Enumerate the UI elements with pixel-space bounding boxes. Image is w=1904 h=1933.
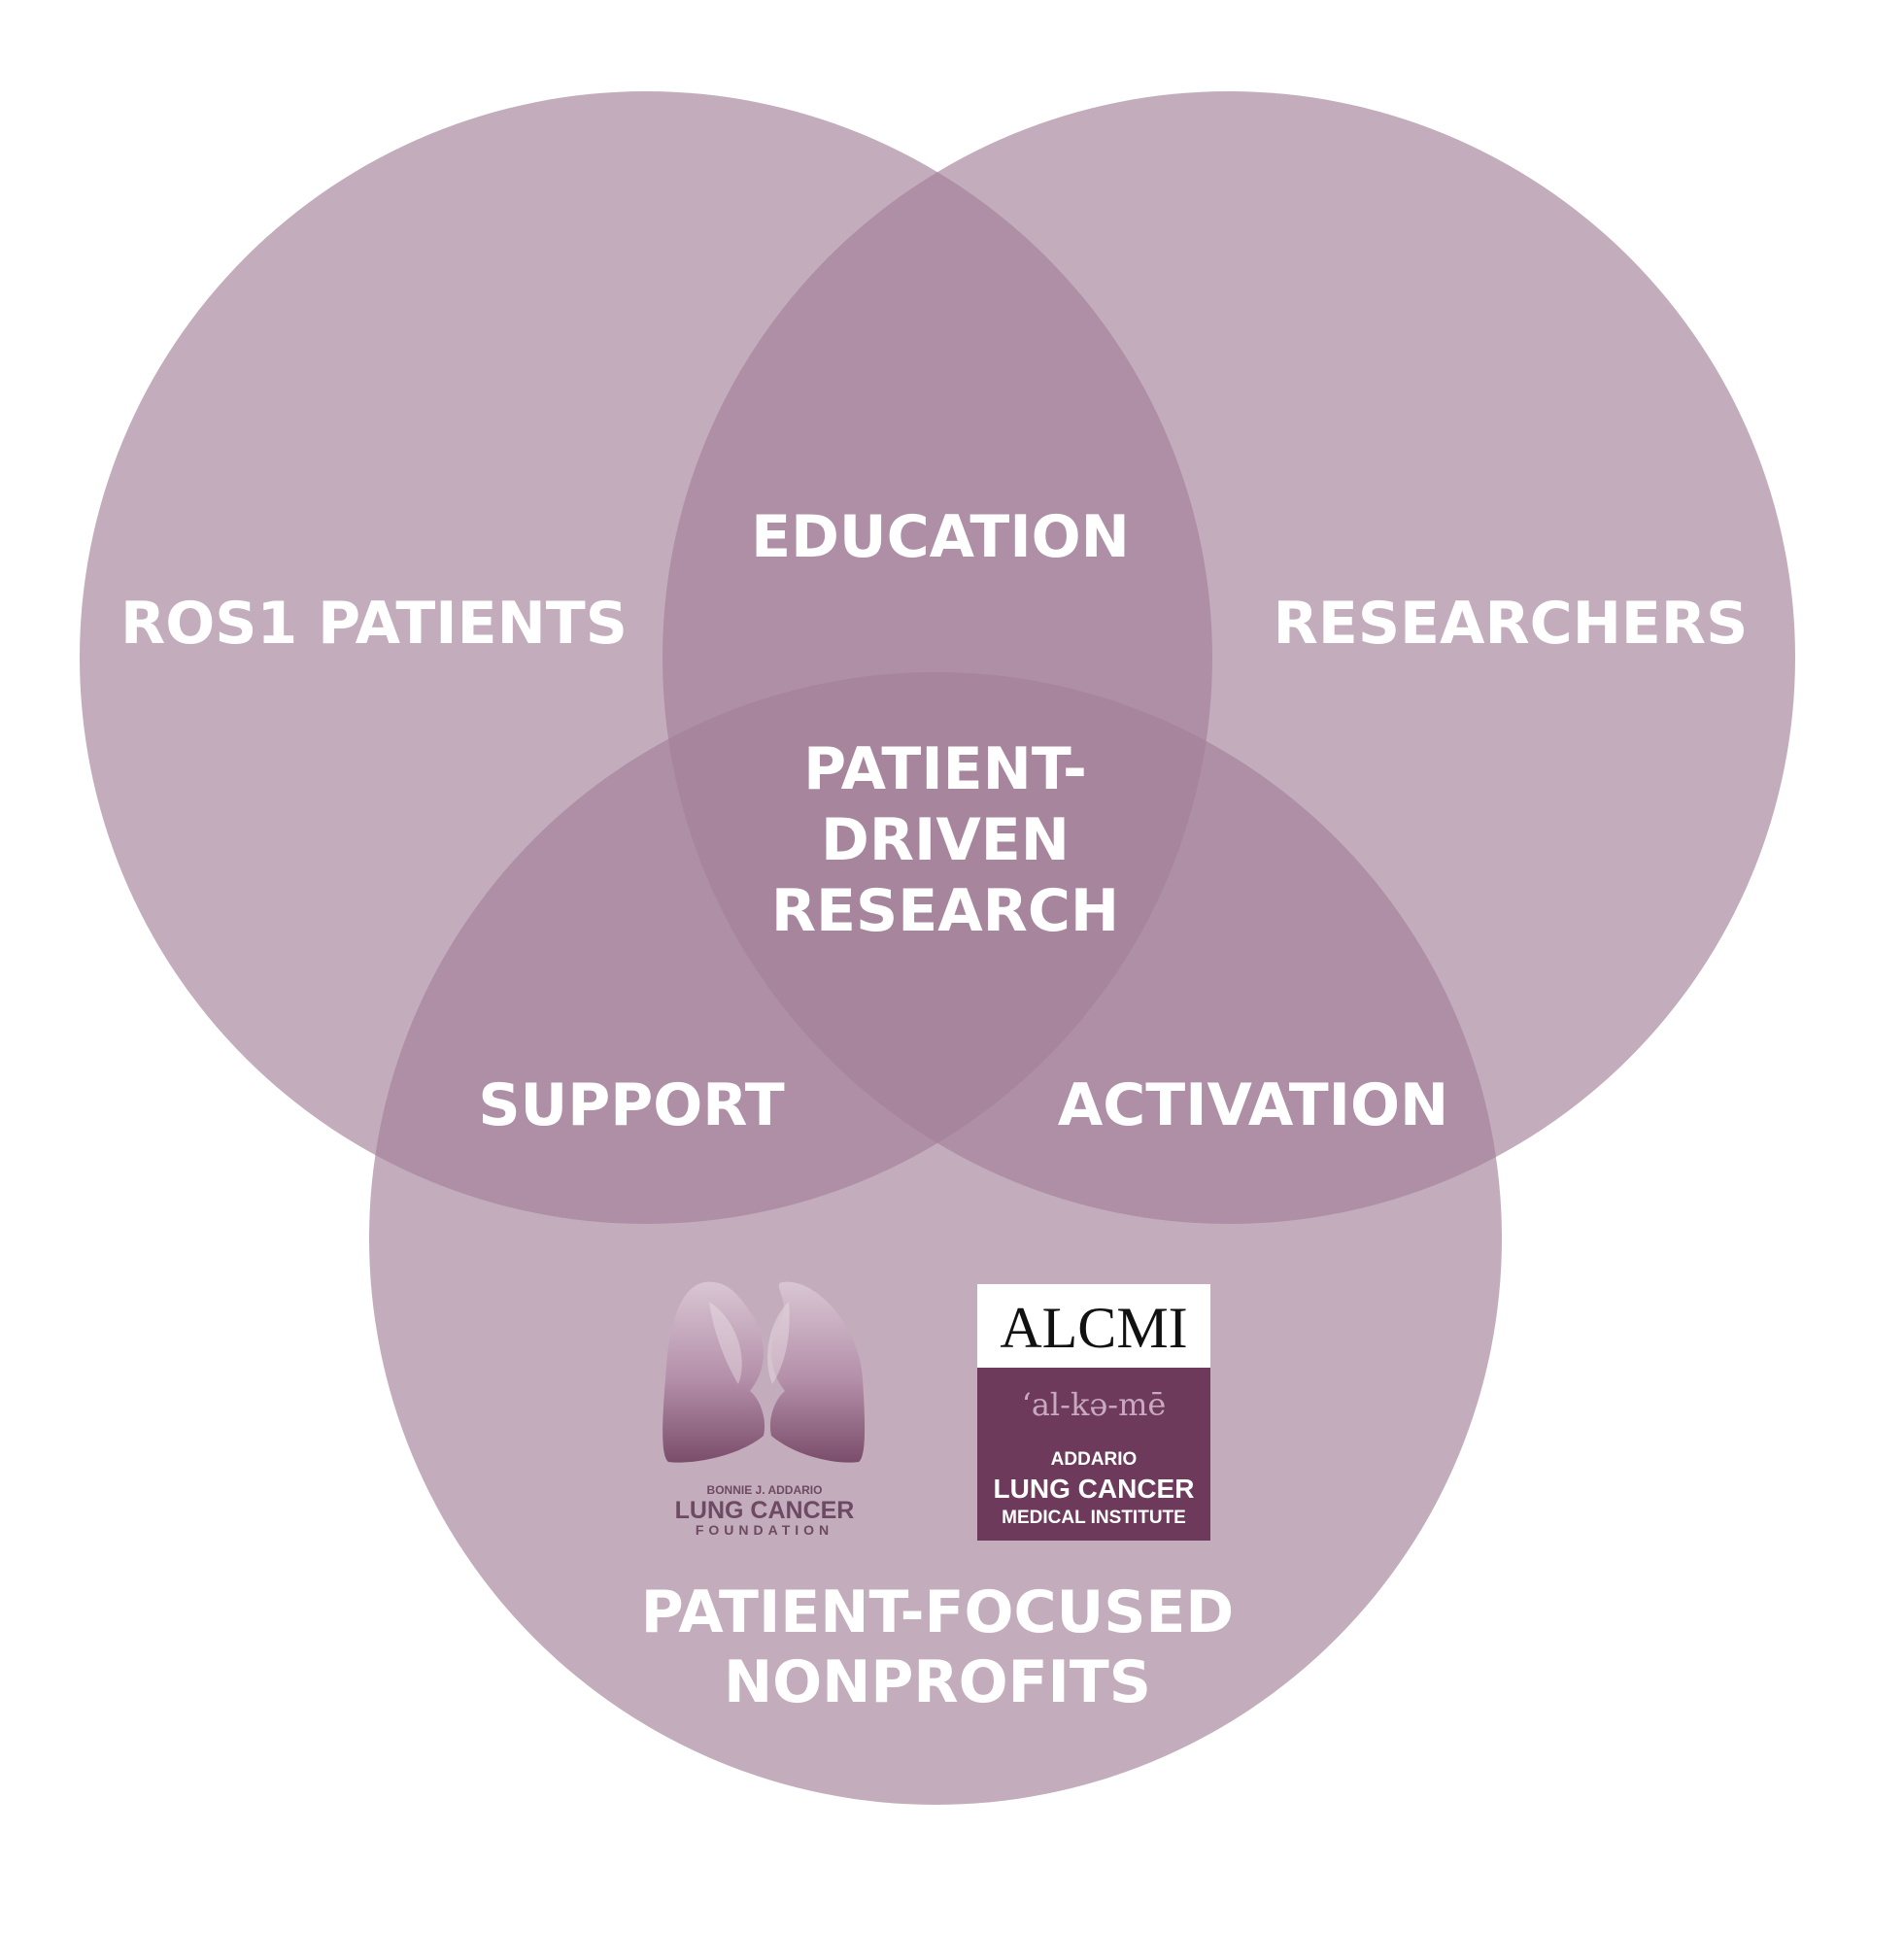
label-activation: ACTIVATION — [1058, 1071, 1448, 1139]
lcf-line1: BONNIE J. ADDARIO — [707, 1483, 823, 1497]
label-center-line1: PATIENT- — [803, 735, 1087, 803]
alcmi-logo: ALCMI ʻal-kə-mē ADDARIO LUNG CANCER MEDI… — [977, 1284, 1210, 1541]
label-ros1-patients: ROS1 PATIENTS — [120, 590, 628, 658]
label-support: SUPPORT — [478, 1071, 784, 1139]
label-researchers: RESEARCHERS — [1274, 590, 1749, 658]
alcmi-line2: LUNG CANCER — [994, 1474, 1195, 1504]
alcmi-header — [977, 1284, 1210, 1368]
label-nonprofits-line1: PATIENT-FOCUSED — [641, 1578, 1234, 1646]
alcmi-phonetic: ʻal-kə-mē — [1022, 1386, 1167, 1423]
lungs-icon — [663, 1281, 866, 1463]
alcmi-line1: ADDARIO — [1051, 1449, 1138, 1470]
label-center-line3: RESEARCH — [771, 877, 1119, 945]
alcmi-title: ALCMI — [1000, 1296, 1187, 1360]
lcf-line2: LUNG CANCER — [675, 1497, 855, 1524]
alcmi-line3: MEDICAL INSTITUTE — [1002, 1508, 1186, 1528]
label-education: EDUCATION — [751, 503, 1130, 571]
lcf-logo: BONNIE J. ADDARIO LUNG CANCER FOUNDATION — [663, 1281, 866, 1538]
circle-nonprofits — [369, 672, 1502, 1805]
lcf-line3: FOUNDATION — [696, 1522, 833, 1538]
label-nonprofits-line2: NONPROFITS — [724, 1648, 1151, 1716]
label-center-line2: DRIVEN — [821, 806, 1070, 874]
